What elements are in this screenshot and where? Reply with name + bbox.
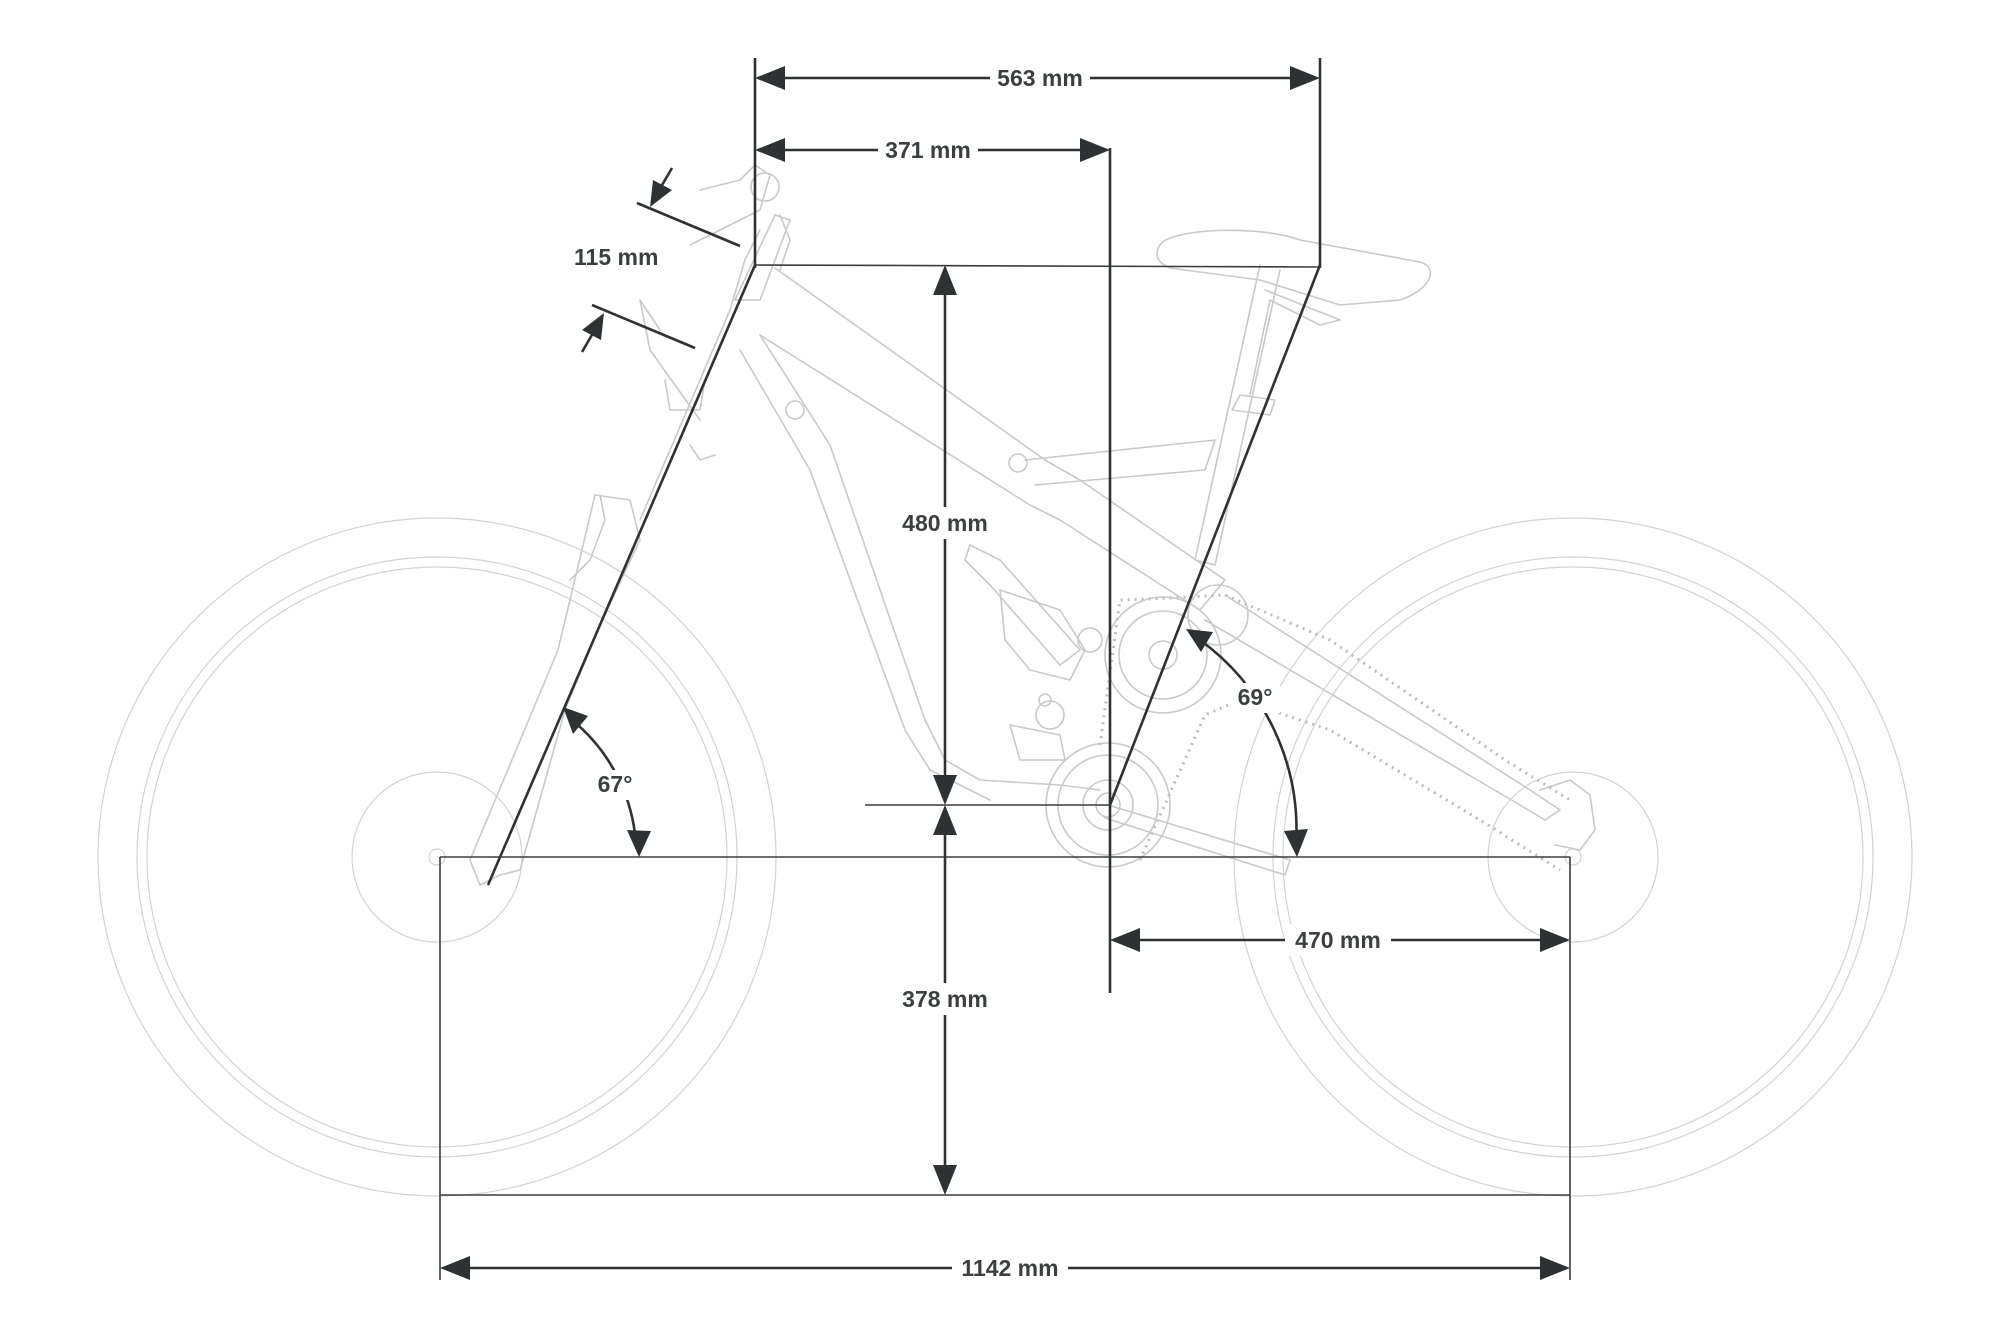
ref-line-seat-axis [1108,264,1322,806]
dim-563-arrow-left [755,66,785,90]
angle-69-arrow-bottom [1284,829,1308,857]
dim-115-arrow-bottom [582,313,604,340]
dim-563-arrow-right [1290,66,1320,90]
dim-1142-arrow-left [440,1256,470,1280]
bike-outline [97,164,1913,1197]
dim-115-tick-bottom [591,303,696,350]
ref-line-stack-top [754,264,1321,268]
angle-69-arrow-top [1186,629,1213,652]
dim-371-arrow-left [755,138,785,162]
dim-1142-arrow-right [1540,1256,1570,1280]
dim-378-arrow-top [933,805,957,835]
label-1142: 1142 mm [961,1255,1058,1281]
label-371: 371 mm [885,137,971,163]
label-563: 563 mm [997,65,1083,91]
dim-371-arrow-right [1080,138,1110,162]
label-69-deg: 69° [1238,684,1273,710]
dim-470-arrow-right [1540,928,1570,952]
angle-67-arrow-bottom [627,830,651,857]
dim-480-arrow-bottom [933,775,957,805]
dim-115-tick-top [636,201,741,248]
dim-470-arrow-left [1110,928,1140,952]
dimension-lines [439,58,1571,1280]
label-480: 480 mm [902,510,988,536]
fork [469,229,761,886]
dim-378-arrow-bottom [933,1165,957,1195]
angle-67-arrow-top [563,707,588,734]
dimension-labels: 563 mm 371 mm 115 mm 480 mm 378 mm 470 m… [574,62,1391,1284]
label-67-deg: 67° [598,771,633,797]
ref-line-head-axis [486,264,757,886]
saddle [1156,229,1432,416]
rear-shock [964,544,1103,761]
label-470: 470 mm [1295,927,1381,953]
label-115: 115 mm [574,244,658,270]
drivetrain [1045,584,1596,876]
label-378: 378 mm [902,986,988,1012]
frame [739,264,1281,801]
cockpit [689,164,791,301]
angle-69-arc [1199,638,1298,846]
dim-115-arrow-top [650,180,672,207]
dim-480-arrow-top [933,265,957,295]
